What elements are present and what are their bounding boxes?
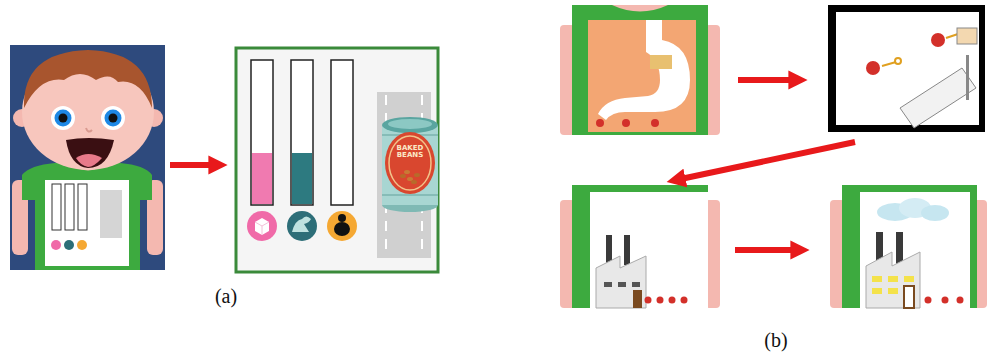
flow-arrows [676,80,855,250]
factory-panel [560,185,720,308]
red-arrow [170,162,218,168]
can-label: BAKED BEANS [392,145,428,160]
working-factory-panel [830,185,987,308]
bloodstream-panel [828,5,985,132]
panel-label: (a) [205,286,247,307]
panel-label: (b) [755,330,797,351]
boy-avatar [10,45,165,270]
stomach-panel [560,5,720,135]
bars-panel [236,48,438,272]
